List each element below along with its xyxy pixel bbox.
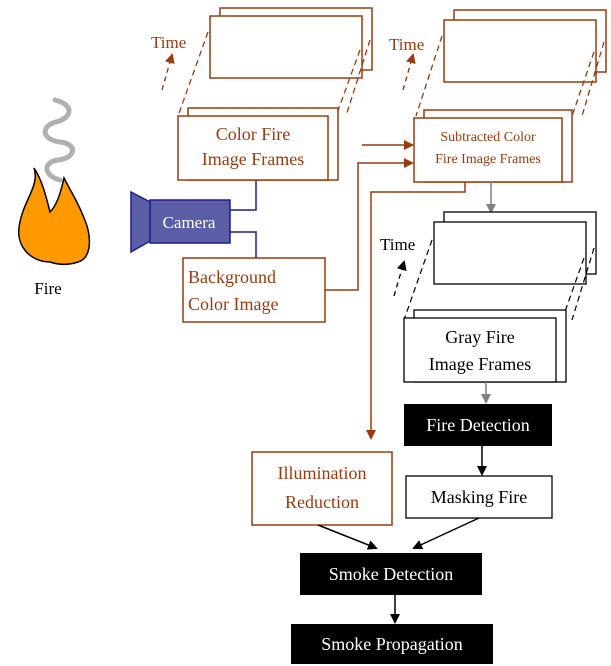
color-fire-frames-label-line2: Image Frames [202,149,304,169]
camera-to-color-frames-connector [230,180,257,211]
masking-fire-box [405,475,553,519]
subtracted-to-illumination-arrow [366,182,466,440]
gray-frames-label-line1: Gray Fire [445,327,514,347]
subtracted-frames-stack: Time Subtracted Color Fire Image Frames [389,9,607,183]
fire-icon: Fire [18,97,91,298]
illumination-reduction-box [251,451,393,526]
illumination-reduction-label-line1: Illumination [278,463,367,483]
subtracted-frames-box [413,117,563,183]
camera-icon: Camera [130,190,231,254]
background-to-subtracted-arrow [325,158,414,291]
background-image-label-line2: Color Image [188,294,278,314]
illumination-to-smoke-detection-arrow [317,524,378,550]
time-label-1: Time [151,33,186,52]
smoke-detection-label: Smoke Detection [329,564,453,584]
camera-to-background-connector [230,231,257,258]
gray-frames-stack: Time Gray Fire Image Frames [380,211,597,383]
camera-body [149,199,231,244]
color-fire-frames-label-line1: Color Fire [216,124,291,144]
illumination-reduction-label-line2: Reduction [285,492,359,512]
masking-fire-label: Masking Fire [431,487,528,507]
fire-detection-label: Fire Detection [426,415,529,435]
smoke-detection-box [300,553,482,595]
gray-frames-box [403,317,557,383]
camera-label: Camera [163,213,216,232]
camera-lens [130,190,153,254]
masking-to-smoke-detection-arrow [412,517,480,550]
color-fire-frames-stack: Time Color Fire Image Frames [151,7,373,181]
gray-frames-label-line2: Image Frames [429,354,531,374]
subtracted-frames-label-line1: Subtracted Color [440,130,536,145]
color-fire-frames-box [177,115,329,181]
smoke-swirl-icon [42,97,75,183]
flame-shape [18,167,91,266]
smoke-propagation-label: Smoke Propagation [321,634,463,654]
fire-detection-box [404,404,552,446]
background-image-label-line1: Background [188,267,276,287]
subtracted-frames-label-line2: Fire Image Frames [435,152,541,167]
time-label-2: Time [389,35,424,54]
fire-label: Fire [34,279,61,298]
time-label-3: Time [380,235,415,254]
smoke-propagation-box [291,624,493,664]
